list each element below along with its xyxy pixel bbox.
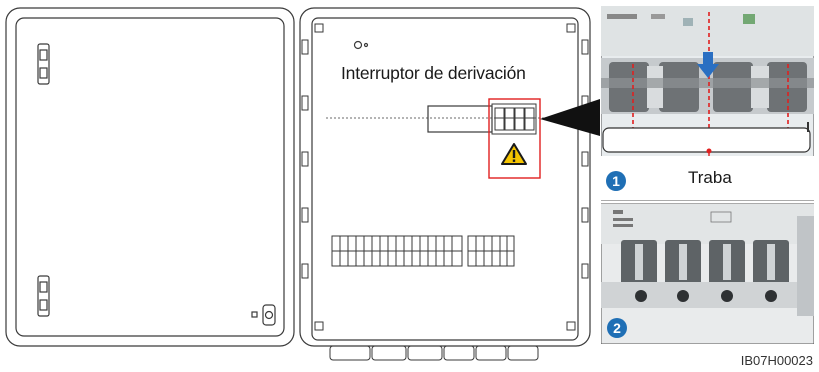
warning-triangle-icon	[501, 143, 527, 165]
highlight-box	[488, 98, 541, 179]
lock-label: Traba	[688, 168, 732, 187]
step-badge-2: 2	[607, 318, 627, 338]
breaker-row-main	[331, 235, 463, 267]
photo-panels	[601, 6, 814, 344]
arrow-down-icon	[697, 52, 719, 78]
cabinet-body	[299, 7, 591, 361]
photo-panel-1	[601, 6, 814, 201]
callout-pointer	[540, 99, 600, 136]
ground-symbol-icon	[353, 40, 369, 50]
door-hinge-top	[37, 43, 50, 85]
step-badge-1: 1	[606, 171, 626, 191]
lock-icon	[251, 304, 276, 326]
breaker-row-secondary	[467, 235, 515, 267]
cabinet-illustration	[5, 7, 600, 361]
bypass-breaker	[491, 103, 537, 135]
door-hinge-bottom	[37, 275, 50, 317]
cable-glands	[329, 345, 539, 361]
cabinet-door	[5, 7, 295, 347]
photo-panel-2	[601, 203, 814, 344]
bypass-switch-label: Interruptor de derivación	[341, 63, 526, 83]
document-id: IB07H00023	[740, 353, 813, 368]
